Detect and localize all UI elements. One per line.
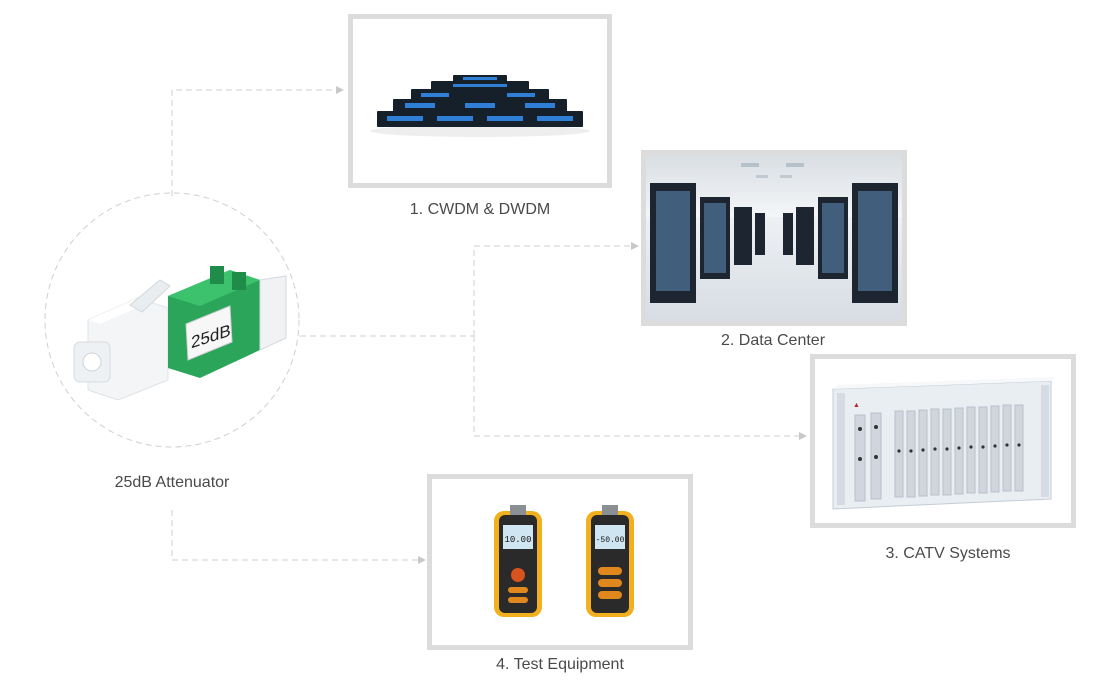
power-meter-right: -50.00 bbox=[586, 505, 634, 617]
source-label: 25dB Attenuator bbox=[114, 474, 230, 491]
connector-to-catv bbox=[473, 336, 807, 440]
data-center-image bbox=[641, 150, 907, 326]
connector-to-cwdm bbox=[171, 86, 344, 196]
caption-data-center: 2. Data Center bbox=[720, 332, 826, 349]
test-equipment-image: 10.00 -50.00 bbox=[427, 474, 693, 650]
connector-to-test-equipment bbox=[171, 510, 426, 564]
catv-systems-image: ▲ bbox=[810, 354, 1076, 528]
left-meter-reading: 10.00 bbox=[504, 535, 531, 545]
right-meter-reading: -50.00 bbox=[596, 536, 625, 545]
cwdm-dwdm-image bbox=[348, 14, 612, 188]
caption-catv-systems: 3. CATV Systems bbox=[885, 545, 1011, 562]
power-meter-left: 10.00 bbox=[494, 505, 542, 617]
attenuator-circle-outline bbox=[44, 192, 300, 448]
caption-cwdm-dwdm: 1. CWDM & DWDM bbox=[409, 201, 551, 218]
svg-text:▲: ▲ bbox=[853, 402, 860, 409]
connector-to-datacenter bbox=[473, 242, 639, 336]
caption-test-equipment: 4. Test Equipment bbox=[496, 656, 624, 673]
attenuator-image: 25dB bbox=[60, 250, 290, 401]
